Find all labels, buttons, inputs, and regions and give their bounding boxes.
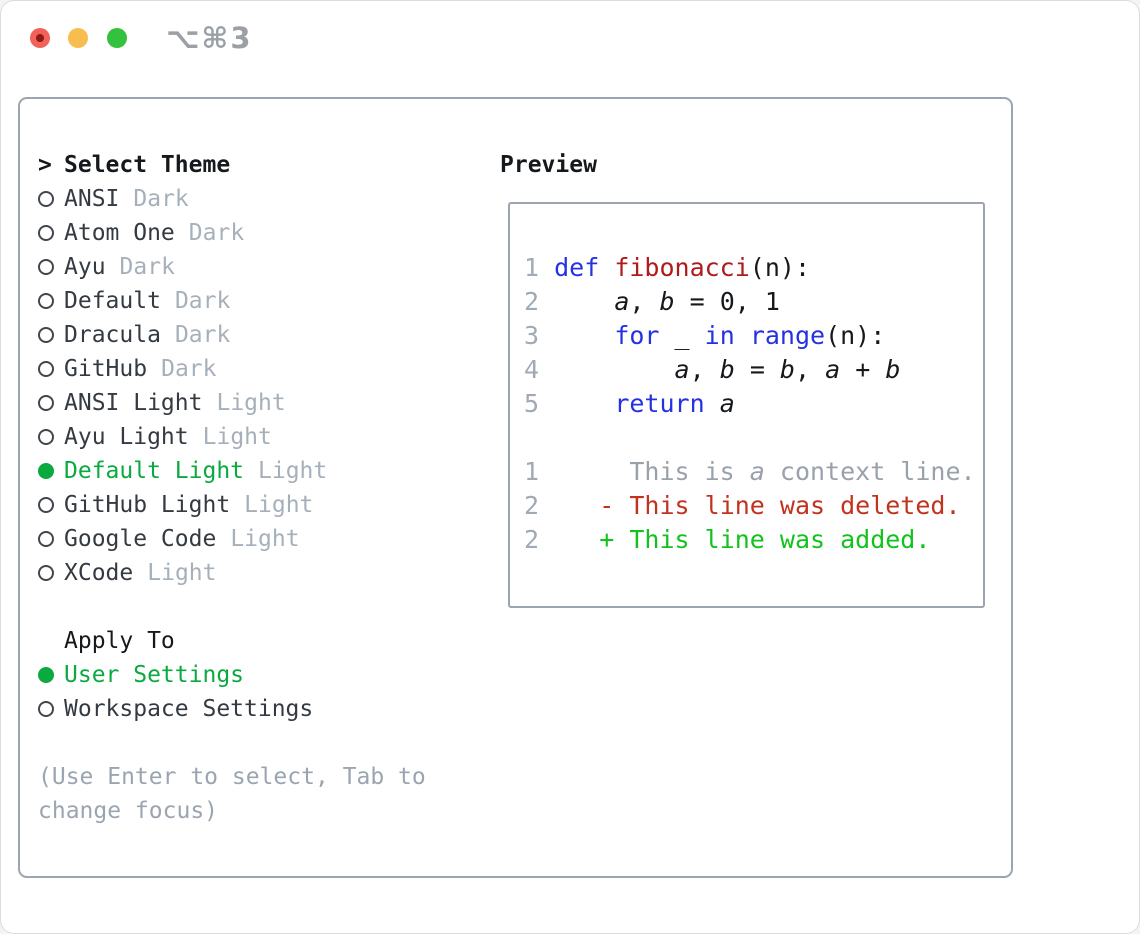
radio-unselected-icon [38,497,54,513]
close-button[interactable] [30,28,50,48]
minimize-button[interactable] [68,28,88,48]
apply-option-label: Workspace Settings [64,696,314,722]
theme-variant-tag: Light [202,424,272,450]
theme-option-atom-one[interactable]: Atom One Dark [38,216,483,250]
select-theme-title: Select Theme [64,152,231,178]
theme-option-ayu-light[interactable]: Ayu Light Light [38,420,483,454]
radio-unselected-icon [38,565,54,581]
theme-name: XCode [64,560,134,586]
theme-name: Atom One [64,220,175,246]
theme-option-github-light[interactable]: GitHub Light Light [38,488,483,522]
radio-unselected-icon [38,429,54,445]
theme-variant-tag: Dark [174,288,231,314]
theme-variant-tag: Dark [174,322,231,348]
preview-code: 1 def fibonacci(n): 2 a, b = 0, 1 3 for _ … [510,204,983,557]
radio-selected-icon [38,667,54,683]
apply-option-workspace-settings[interactable]: Workspace Settings [38,692,483,726]
theme-name: Dracula [64,322,161,348]
theme-option-xcode[interactable]: XCode Light [38,556,483,590]
radio-unselected-icon [38,701,54,717]
marker-cell [38,565,64,581]
marker-cell: > [38,152,64,178]
cursor-icon: > [38,152,52,178]
theme-variant-tag: Dark [119,254,175,280]
theme-name: ANSI [64,186,120,212]
titlebar: ⌥⌘3 [0,0,1140,97]
apply-to-title: Apply To [64,628,175,654]
preview-box: 1 def fibonacci(n): 2 a, b = 0, 1 3 for _ … [508,202,985,608]
preview-line: 4 a, b = b, a + b [524,355,901,384]
preview-line [524,421,983,455]
theme-name: GitHub [64,356,148,382]
theme-option-google-code[interactable]: Google Code Light [38,522,483,556]
preview-line: 2 + This line was added. [524,525,931,554]
radio-unselected-icon [38,395,54,411]
close-button-dot [36,34,44,42]
apply-option-user-settings[interactable]: User Settings [38,658,483,692]
preview-line: 5 return a [524,389,735,418]
theme-variant-tag: Light [147,560,217,586]
theme-variant-tag: Dark [188,220,245,246]
marker-cell [38,361,64,377]
preview-line: 1 This is a context line. [524,457,976,486]
preview-line: 1 def fibonacci(n): [524,253,811,282]
theme-variant-tag: Dark [133,186,189,212]
window-title: ⌥⌘3 [166,21,253,55]
theme-option-default-light[interactable]: Default Light Light [38,454,483,488]
marker-cell [38,191,64,207]
hint-text: (Use Enter to select, Tab to change focu… [38,764,426,824]
theme-option-default[interactable]: Default Dark [38,284,483,318]
theme-variant-tag: Light [216,390,286,416]
apply-option-label: User Settings [64,662,245,688]
apply-to-header: Apply To [38,624,483,658]
marker-cell [38,395,64,411]
spacer [38,590,483,624]
marker-cell [38,667,64,683]
spacer [38,726,483,760]
theme-option-ayu[interactable]: Ayu Dark [38,250,483,284]
theme-variant-tag: Light [230,526,300,552]
marker-cell [38,701,64,717]
theme-name: Default Light [64,458,245,484]
marker-cell [38,429,64,445]
theme-name: GitHub Light [64,492,231,518]
theme-option-ansi-light[interactable]: ANSI Light Light [38,386,483,420]
radio-unselected-icon [38,191,54,207]
select-theme-header: > Select Theme [38,148,483,182]
theme-variant-tag: Light [244,492,314,518]
theme-name: Default [64,288,161,314]
theme-name: Ayu [64,254,106,280]
marker-cell [38,259,64,275]
theme-name: Ayu Light [64,424,189,450]
radio-unselected-icon [38,531,54,547]
radio-selected-icon [38,463,54,479]
theme-option-dracula[interactable]: Dracula Dark [38,318,483,352]
preview-title: Preview [500,152,597,178]
marker-cell [38,293,64,309]
theme-name: ANSI Light [64,390,203,416]
marker-cell [38,497,64,513]
marker-cell [38,463,64,479]
radio-unselected-icon [38,293,54,309]
zoom-button[interactable] [107,28,127,48]
marker-cell [38,225,64,241]
preview-line: 2 a, b = 0, 1 [524,287,780,316]
radio-unselected-icon [38,327,54,343]
preview-line: 2 - This line was deleted. [524,491,961,520]
marker-cell [38,531,64,547]
theme-option-github[interactable]: GitHub Dark [38,352,483,386]
radio-unselected-icon [38,259,54,275]
marker-cell [38,327,64,343]
theme-variant-tag: Light [258,458,328,484]
theme-option-ansi[interactable]: ANSI Dark [38,182,483,216]
theme-name: Google Code [64,526,217,552]
radio-unselected-icon [38,225,54,241]
radio-unselected-icon [38,361,54,377]
theme-variant-tag: Dark [161,356,217,382]
preview-line: 3 for _ in range(n): [524,321,886,350]
